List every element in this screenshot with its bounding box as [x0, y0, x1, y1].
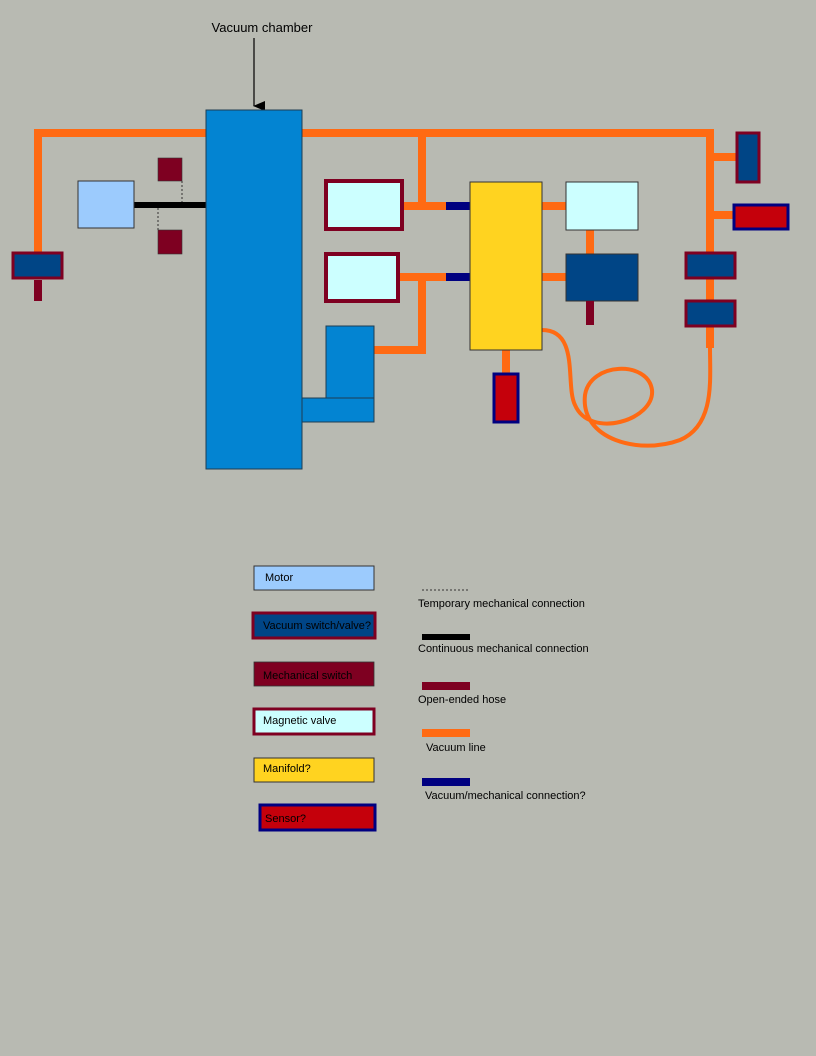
legend-manifold-swatch — [253, 757, 375, 783]
magnetic-valve-1 — [324, 179, 404, 231]
open-ended-hose-left — [34, 280, 42, 301]
legend-open-hose-label: Open-ended hose — [418, 694, 506, 706]
legend-connections: Temporary mechanical connection Continuo… — [418, 589, 589, 802]
legend-temporary-mech-label: Temporary mechanical connection — [418, 598, 585, 610]
vacuum-switch-right-lower — [684, 299, 737, 328]
legend-vacuum-line-swatch — [422, 729, 470, 737]
legend-manifold-label: Manifold? — [263, 763, 311, 775]
legend-mechanical-switch-swatch — [253, 661, 375, 687]
legend-vacuum-line-label: Vacuum line — [426, 742, 486, 754]
legend-magnetic-valve-swatch — [252, 707, 376, 736]
legend-vacuum-switch-label: Vacuum switch/valve? — [263, 620, 371, 632]
legend-motor-label: Motor — [265, 572, 293, 584]
magnetic-valve-3 — [565, 181, 639, 231]
vacuum-line-left — [34, 129, 206, 252]
legend-magnetic-valve-label: Magnetic valve — [263, 715, 336, 727]
magnetic-valve-2 — [324, 252, 400, 303]
vacuum-line-top-right — [302, 129, 714, 300]
sensor-right — [732, 203, 790, 231]
legend-continuous-mech-swatch — [422, 634, 470, 640]
motor-box — [77, 180, 135, 229]
vacuum-lines — [34, 129, 736, 448]
legend-open-hose-swatch — [422, 682, 470, 690]
vacuum-switch-right-upper — [684, 251, 737, 280]
vacuum-chamber-label: Vacuum chamber — [212, 20, 314, 35]
legend-components: Motor Vacuum switch/valve? Mechanical sw… — [251, 565, 377, 832]
chamber-outlet-pipe-horizontal — [301, 397, 375, 423]
legend-mechanical-switch-label: Mechanical switch — [263, 670, 352, 682]
mechanical-switch-lower — [157, 229, 183, 255]
vacuum-switch-center — [565, 253, 639, 302]
vacuum-chamber — [205, 109, 303, 470]
legend-sensor-swatch — [258, 803, 377, 832]
legend-sensor-label: Sensor? — [265, 813, 306, 825]
vacuum-mech-connection-2 — [446, 273, 470, 281]
legend-vacuum-mech-swatch — [422, 778, 470, 786]
vacuum-line-loop-hose — [541, 328, 713, 448]
vacuum-line-valve1-branch — [402, 133, 426, 210]
legend-vacuum-switch-swatch — [251, 611, 377, 640]
vacuum-mech-connection-1 — [446, 202, 470, 210]
vacuum-switch-left — [11, 251, 64, 280]
legend-motor-swatch — [253, 565, 375, 591]
vacuum-switch-right-vertical — [735, 131, 761, 184]
sensor-bottom — [492, 372, 520, 424]
legend-vacuum-mech-label: Vacuum/mechanical connection? — [425, 790, 586, 802]
vacuum-line-chamber-outlet — [374, 277, 426, 354]
mechanical-switch-upper — [157, 157, 183, 182]
open-ended-hose-center — [586, 301, 594, 325]
manifold-box — [469, 181, 543, 351]
legend-continuous-mech-label: Continuous mechanical connection — [418, 643, 589, 655]
